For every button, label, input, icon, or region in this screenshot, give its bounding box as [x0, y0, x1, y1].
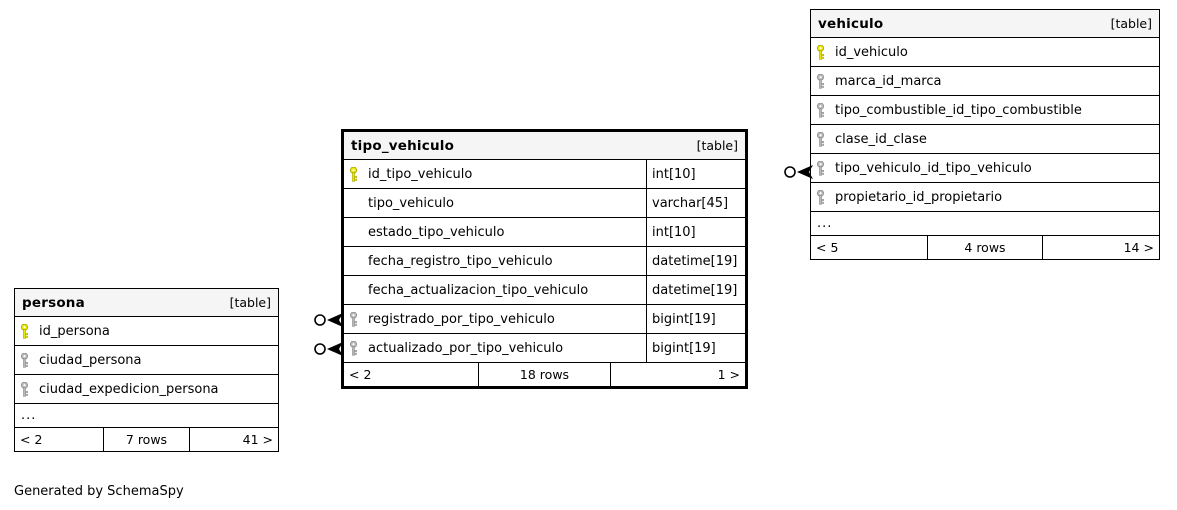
column-name: marca_id_marca	[835, 73, 942, 89]
children-count[interactable]: 41 >	[242, 432, 273, 447]
table-footer-vehiculo: < 5 4 rows 14 >	[811, 236, 1159, 259]
column-name: tipo_combustible_id_tipo_combustible	[835, 102, 1082, 118]
column-name: actualizado_por_tipo_vehiculo	[368, 340, 564, 356]
column-type: bigint[19]	[646, 334, 745, 362]
table-title: persona	[22, 294, 85, 311]
table-type-tag: [table]	[1110, 16, 1152, 31]
column-name: id_tipo_vehiculo	[368, 166, 473, 182]
column-row-tipo-vehiculo[interactable]: tipo_vehiculo varchar[45]	[344, 189, 745, 218]
row-count: 18 rows	[477, 363, 612, 386]
table-footer-tipo-vehiculo: < 2 18 rows 1 >	[344, 363, 745, 386]
column-name: ciudad_persona	[39, 352, 142, 368]
column-name: propietario_id_propietario	[835, 189, 1003, 205]
table-type-tag: [table]	[696, 138, 738, 153]
table-node-persona[interactable]: persona [table] id_persona ciudad_pe	[14, 288, 279, 452]
no-key-spacer	[344, 189, 362, 217]
column-row-estado-tipo-vehiculo[interactable]: estado_tipo_vehiculo int[10]	[344, 218, 745, 247]
column-row-tipo-vehiculo-id-tipo-vehiculo[interactable]: tipo_vehiculo_id_tipo_vehiculo	[811, 154, 1159, 183]
parents-count[interactable]: < 5	[816, 240, 839, 255]
column-row-fecha-actualizacion-tipo-vehiculo[interactable]: fecha_actualizacion_tipo_vehiculo dateti…	[344, 276, 745, 305]
column-name: fecha_actualizacion_tipo_vehiculo	[368, 282, 589, 298]
table-node-vehiculo[interactable]: vehiculo [table] id_vehiculo marca_i	[810, 9, 1160, 260]
column-type: bigint[19]	[646, 305, 745, 333]
no-key-spacer	[344, 247, 362, 275]
primary-key-icon	[811, 38, 829, 66]
table-title: vehiculo	[818, 15, 884, 32]
primary-key-icon	[15, 317, 33, 345]
column-name: tipo_vehiculo_id_tipo_vehiculo	[835, 160, 1032, 176]
column-name: registrado_por_tipo_vehiculo	[368, 311, 555, 327]
column-row-clase-id-clase[interactable]: clase_id_clase	[811, 125, 1159, 154]
column-row-marca-id-marca[interactable]: marca_id_marca	[811, 67, 1159, 96]
column-type: int[10]	[646, 160, 745, 188]
row-count: 4 rows	[926, 236, 1044, 259]
column-row-ciudad-persona[interactable]: ciudad_persona	[15, 346, 278, 375]
column-type: datetime[19]	[646, 247, 745, 275]
column-row-propietario-id-propietario[interactable]: propietario_id_propietario	[811, 183, 1159, 212]
column-type: varchar[45]	[646, 189, 745, 217]
column-name: id_vehiculo	[835, 44, 908, 60]
column-name: id_persona	[39, 323, 110, 339]
children-count[interactable]: 14 >	[1123, 240, 1154, 255]
foreign-key-icon	[811, 183, 829, 211]
column-row-actualizado-por-tipo-vehiculo[interactable]: actualizado_por_tipo_vehiculo bigint[19]	[344, 334, 745, 363]
children-count[interactable]: 1 >	[717, 367, 740, 382]
generated-by-credit: Generated by SchemaSpy	[14, 484, 184, 499]
table-title: tipo_vehiculo	[351, 137, 455, 154]
no-key-spacer	[344, 276, 362, 304]
column-row-ciudad-expedicion-persona[interactable]: ciudad_expedicion_persona	[15, 375, 278, 404]
foreign-key-icon	[811, 125, 829, 153]
column-row-registrado-por-tipo-vehiculo[interactable]: registrado_por_tipo_vehiculo bigint[19]	[344, 305, 745, 334]
column-name: clase_id_clase	[835, 131, 927, 147]
no-key-spacer	[344, 218, 362, 246]
table-header-vehiculo: vehiculo [table]	[811, 10, 1159, 38]
table-footer-persona: < 2 7 rows 41 >	[15, 428, 278, 451]
table-type-tag: [table]	[229, 295, 271, 310]
parents-count[interactable]: < 2	[349, 367, 372, 382]
column-type: datetime[19]	[646, 276, 745, 304]
parents-count[interactable]: < 2	[20, 432, 43, 447]
foreign-key-icon	[811, 96, 829, 124]
foreign-key-icon	[344, 334, 362, 362]
more-columns-indicator: ...	[811, 212, 1159, 236]
column-name: tipo_vehiculo	[368, 195, 454, 211]
column-row-tipo-combustible-id-tipo-combustible[interactable]: tipo_combustible_id_tipo_combustible	[811, 96, 1159, 125]
column-name: estado_tipo_vehiculo	[368, 224, 505, 240]
column-row-fecha-registro-tipo-vehiculo[interactable]: fecha_registro_tipo_vehiculo datetime[19…	[344, 247, 745, 276]
table-header-persona: persona [table]	[15, 289, 278, 317]
column-name: fecha_registro_tipo_vehiculo	[368, 253, 553, 269]
column-name: ciudad_expedicion_persona	[39, 381, 219, 397]
foreign-key-icon	[15, 346, 33, 374]
foreign-key-icon	[811, 154, 829, 182]
foreign-key-icon	[811, 67, 829, 95]
column-type: int[10]	[646, 218, 745, 246]
table-header-tipo-vehiculo: tipo_vehiculo [table]	[344, 132, 745, 160]
relationship-connector-actualizado-por	[314, 342, 343, 356]
foreign-key-icon	[15, 375, 33, 403]
primary-key-icon	[344, 160, 362, 188]
column-row-id-vehiculo[interactable]: id_vehiculo	[811, 38, 1159, 67]
more-columns-indicator: ...	[15, 404, 278, 428]
relationship-connector-registrado-por	[314, 313, 343, 327]
row-count: 7 rows	[102, 428, 191, 451]
column-row-id-tipo-vehiculo[interactable]: id_tipo_vehiculo int[10]	[344, 160, 745, 189]
foreign-key-icon	[344, 305, 362, 333]
column-row-id-persona[interactable]: id_persona	[15, 317, 278, 346]
table-node-tipo-vehiculo[interactable]: tipo_vehiculo [table] id_tipo_vehiculo i…	[341, 129, 748, 389]
